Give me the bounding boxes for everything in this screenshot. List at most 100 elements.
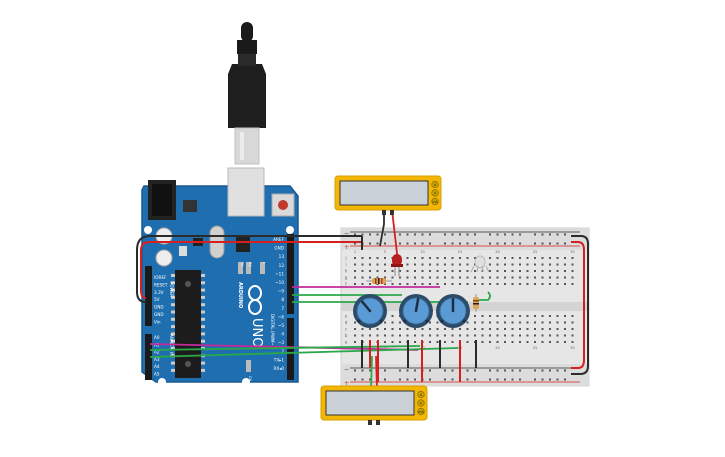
breadboard-hole [451, 233, 454, 236]
breadboard-hole [549, 283, 551, 285]
potentiometer-3[interactable] [436, 294, 470, 328]
breadboard-hole [354, 257, 356, 259]
breadboard-hole [414, 263, 416, 266]
breadboard-hole [504, 369, 506, 372]
potentiometer-1[interactable] [353, 294, 387, 328]
breadboard-hole [474, 321, 476, 324]
breadboard-hole [354, 378, 356, 381]
breadboard-hole [526, 270, 529, 272]
resistor-1[interactable] [366, 278, 392, 284]
wire-5v-to-rail [140, 241, 362, 299]
multimeter-terminal[interactable] [417, 407, 425, 416]
breadboard-hole [549, 341, 551, 343]
breadboard-hole [466, 270, 469, 272]
breadboard-hole [549, 378, 551, 381]
pin-label: RESET [154, 282, 168, 287]
breadboard-hole [534, 233, 536, 236]
breadboard-hole [414, 334, 416, 337]
rail-minus-bottom: − [344, 366, 349, 373]
breadboard-hole [399, 283, 401, 285]
breadboard-hole [429, 378, 431, 381]
multimeter-terminal[interactable] [431, 197, 439, 206]
breadboard-hole [526, 283, 529, 285]
multimeter-terminal[interactable] [417, 390, 425, 399]
breadboard-hole [451, 276, 454, 279]
pin-label: AREF [273, 237, 284, 242]
breadboard-hole [489, 334, 491, 337]
breadboard-hole [429, 328, 431, 330]
breadboard-hole [534, 242, 536, 245]
breadboard-hole [571, 334, 574, 337]
chip-pin [171, 303, 175, 307]
breadboard-hole [519, 369, 521, 372]
breadboard-hole [451, 242, 454, 245]
breadboard-hole [564, 321, 566, 324]
pin-label: A4 [154, 364, 160, 369]
pin-label: GND [154, 305, 164, 310]
breadboard-hole [564, 369, 566, 372]
breadboard-hole [459, 270, 461, 272]
chip-pin [201, 288, 205, 292]
arduino-logo [248, 285, 262, 315]
breadboard-hole [489, 257, 491, 259]
breadboard-hole [391, 315, 394, 317]
breadboard-hole [361, 378, 364, 381]
multimeter-terminal-label: V [434, 191, 437, 195]
board-logo-text: UNO [249, 318, 264, 347]
multimeter-terminal-label: V [420, 401, 423, 405]
breadboard-hole [541, 233, 544, 236]
resistor-2[interactable] [473, 294, 479, 312]
chip-pin [201, 303, 205, 307]
rgb-led[interactable] [470, 255, 490, 273]
breadboard-hole [369, 378, 371, 381]
breadboard-hole [474, 233, 476, 236]
breadboard-hole [361, 257, 364, 259]
breadboard-row-letter: i [345, 262, 346, 267]
breadboard-hole [571, 283, 574, 285]
breadboard-hole [384, 257, 386, 259]
breadboard-hole [526, 315, 529, 317]
breadboard-hole [519, 328, 521, 330]
breadboard-hole [511, 321, 514, 324]
breadboard-column-number: 15 [458, 250, 462, 254]
usb-cable[interactable] [228, 22, 266, 165]
pin-label: ~10 [275, 280, 284, 285]
breadboard-hole [541, 276, 544, 279]
breadboard-hole [564, 270, 566, 272]
breadboard-hole [384, 283, 386, 285]
breadboard-hole [361, 334, 364, 337]
breadboard-hole [399, 378, 401, 381]
breadboard-hole [429, 233, 431, 236]
breadboard-hole [549, 233, 551, 236]
breadboard-hole [399, 334, 401, 337]
breadboard-hole [414, 369, 416, 372]
breadboard-hole [519, 334, 521, 337]
multimeter-terminal[interactable] [431, 189, 439, 197]
breadboard-row-letter: f [345, 282, 347, 287]
breadboard-hole [549, 270, 551, 272]
red-led[interactable] [391, 254, 403, 276]
breadboard-hole [504, 263, 506, 266]
breadboard-hole [511, 315, 514, 317]
breadboard-hole [384, 328, 386, 330]
potentiometer-2[interactable] [399, 294, 433, 328]
breadboard-hole [421, 276, 424, 279]
breadboard-hole [354, 283, 356, 285]
breadboard-hole [534, 283, 536, 285]
breadboard-hole [556, 341, 559, 343]
breadboard-hole [511, 257, 514, 259]
rail-plus-bottom: + [344, 380, 349, 387]
multimeter-terminal[interactable] [417, 399, 425, 407]
multimeter-terminal[interactable] [431, 180, 439, 189]
breadboard-hole [511, 334, 514, 337]
chip-pin [171, 325, 175, 329]
breadboard-hole [474, 369, 476, 372]
breadboard-hole [414, 257, 416, 259]
breadboard-hole [564, 334, 566, 337]
breadboard-hole [519, 341, 521, 343]
chip-pin [171, 347, 175, 350]
